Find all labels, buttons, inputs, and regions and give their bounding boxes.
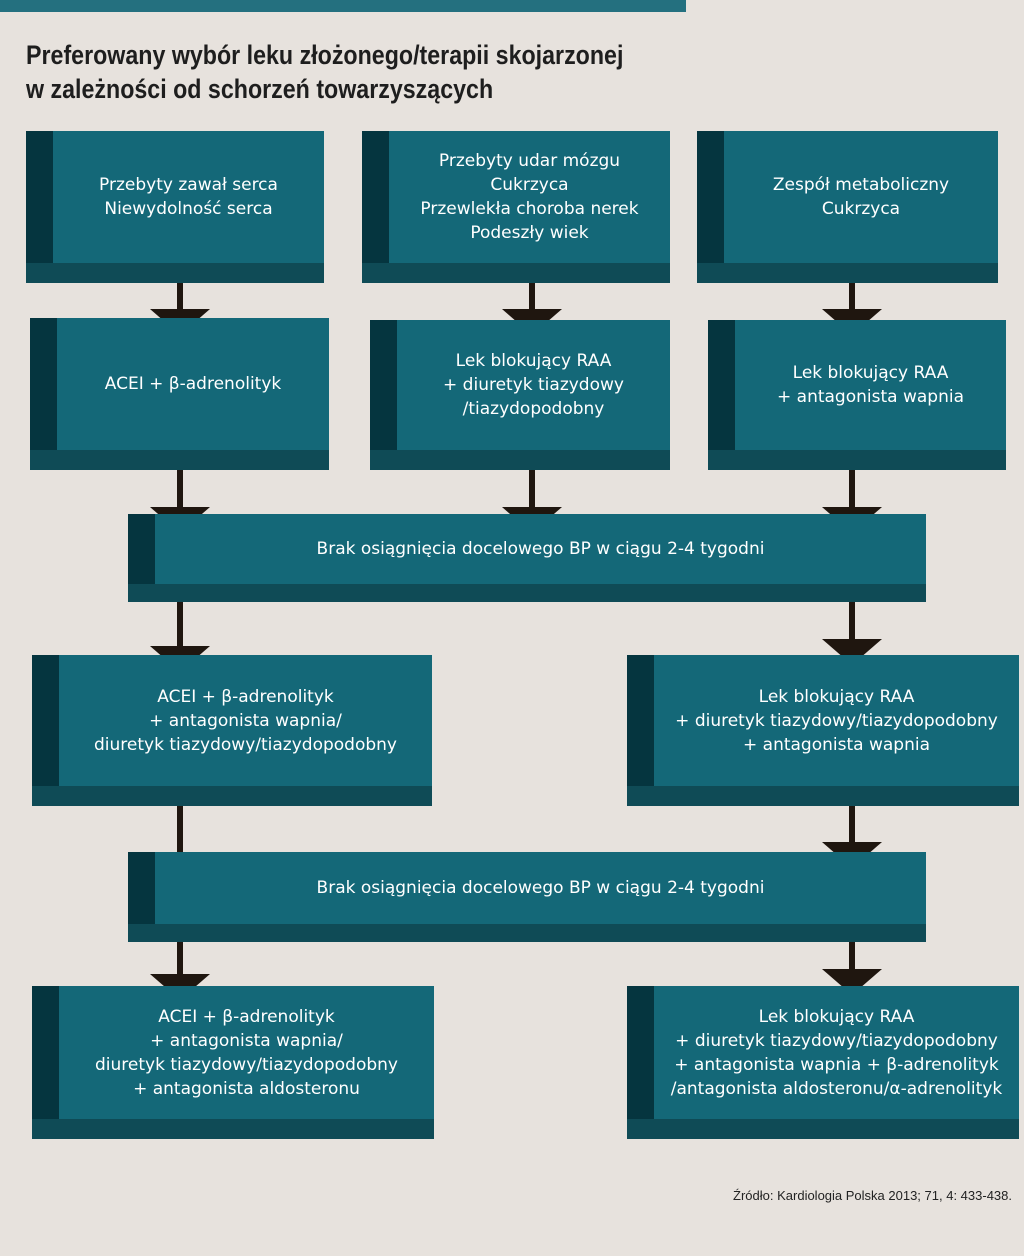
therapy-line: diuretyk tiazydowy/tiazydopodobny (93, 734, 397, 755)
top-accent-bar (0, 0, 686, 12)
therapy-line: ACEI + β-adrenolityk (158, 1006, 335, 1027)
condition-line: Cukrzyca (821, 199, 901, 219)
therapy-line: + antagonista wapnia (743, 734, 930, 755)
therapy-line: ACEI + β-adrenolityk (104, 374, 282, 394)
banner-text: Brak osiągnięcia docelowego BP w ciągu 2… (316, 878, 765, 898)
banner-text: Brak osiągnięcia docelowego BP w ciągu 2… (316, 539, 765, 559)
therapy-line: Lek blokujący RAA (758, 686, 915, 707)
title-line-2: w zależności od schorzeń towarzyszących (26, 74, 494, 104)
therapy-box-2c: Lek blokujący RAA + antagonista wapnia (708, 320, 1006, 470)
therapy-line: + antagonista wapnia + β-adrenolityk (674, 1054, 999, 1075)
condition-line: Podeszły wiek (470, 223, 589, 243)
therapy-line: + antagonista wapnia (777, 387, 964, 407)
condition-line: Cukrzyca (490, 175, 569, 195)
therapy-line: + antagonista wapnia/ (150, 1030, 343, 1051)
condition-box-stroke: Przebyty udar mózgu Cukrzyca Przewlekła … (362, 131, 670, 283)
condition-box-heart: Przebyty zawał serca Niewydolność serca (26, 131, 324, 283)
therapy-box-4a: ACEI + β-adrenolityk + antagonista wapni… (32, 986, 434, 1139)
therapy-box-2a: ACEI + β-adrenolityk (30, 318, 329, 470)
therapy-box-2b: Lek blokujący RAA + diuretyk tiazydowy /… (370, 320, 670, 470)
therapy-line: Lek blokujący RAA (758, 1006, 915, 1027)
no-target-bp-banner-1: Brak osiągnięcia docelowego BP w ciągu 2… (128, 514, 926, 602)
therapy-line: diuretyk tiazydowy/tiazydopodobny (94, 1054, 398, 1075)
therapy-line: Lek blokujący RAA (792, 363, 949, 383)
page-title: Preferowany wybór leku złożonego/terapii… (26, 38, 623, 106)
title-line-1: Preferowany wybór leku złożonego/terapii… (26, 40, 624, 70)
therapy-line: Lek blokujący RAA (455, 351, 612, 371)
therapy-line: /tiazydopodobny (462, 399, 605, 419)
therapy-line: + antagonista wapnia/ (149, 710, 342, 731)
therapy-line: + diuretyk tiazydowy/tiazydopodobny (675, 1030, 998, 1051)
therapy-box-3b: Lek blokujący RAA + diuretyk tiazydowy/t… (627, 655, 1019, 806)
therapy-box-3a: ACEI + β-adrenolityk + antagonista wapni… (32, 655, 432, 806)
condition-line: Zespół metaboliczny (772, 175, 950, 195)
condition-line: Przewlekła choroba nerek (420, 199, 639, 219)
therapy-line: + diuretyk tiazydowy/tiazydopodobny (675, 710, 998, 731)
therapy-line: /antagonista aldosteronu/α-adrenolityk (670, 1078, 1003, 1099)
condition-line: Przebyty zawał serca (99, 175, 278, 195)
no-target-bp-banner-2: Brak osiągnięcia docelowego BP w ciągu 2… (128, 852, 926, 942)
therapy-line: + diuretyk tiazydowy (443, 375, 624, 395)
source-citation: Źródło: Kardiologia Polska 2013; 71, 4: … (733, 1188, 1012, 1203)
therapy-box-4b: Lek blokujący RAA + diuretyk tiazydowy/t… (627, 986, 1019, 1139)
condition-line: Przebyty udar mózgu (438, 151, 621, 171)
therapy-line: + antagonista aldosteronu (133, 1078, 360, 1099)
therapy-line: ACEI + β-adrenolityk (157, 686, 334, 707)
condition-line: Niewydolność serca (104, 199, 273, 219)
condition-box-metabolic: Zespół metaboliczny Cukrzyca (697, 131, 998, 283)
